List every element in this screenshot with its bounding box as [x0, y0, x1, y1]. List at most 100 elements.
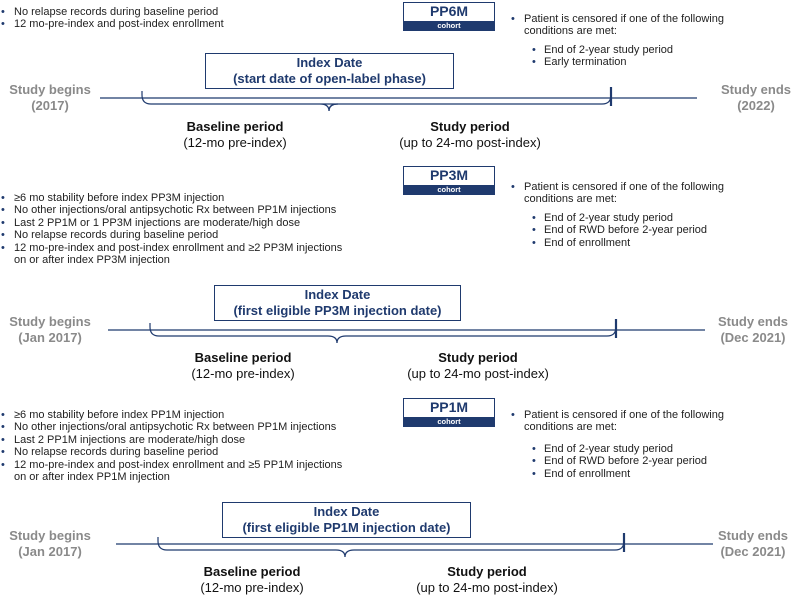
cohort-name: PP1M [429, 399, 469, 415]
criteria-line: on or after index PP1M injection [14, 471, 170, 484]
censor-item: End of RWD before 2-year period [510, 224, 707, 237]
criteria-item: ≥6 mo stability before index PP3M inject… [0, 192, 342, 205]
censor-item: End of enrollment [510, 468, 707, 481]
study-begins-label: Study begins [9, 528, 91, 543]
study-title: Study period [430, 119, 510, 134]
pp1m-censor-list: Patient is censored if one of the follow… [510, 409, 724, 434]
censor-intro: Patient is censored if one of the follow… [510, 409, 724, 434]
censor-item: End of 2-year study period [510, 212, 707, 225]
index-subtitle: (first eligible PP1M injection date) [242, 520, 451, 535]
study-begins-label: Study begins [9, 82, 91, 97]
pp6m-study-begins: Study begins (2017) [0, 82, 100, 114]
baseline-title: Baseline period [203, 564, 301, 579]
criteria-line: 12 mo-pre-index and post-index enrollmen… [14, 458, 343, 471]
criteria-item: No relapse records during baseline perio… [0, 446, 342, 459]
pp3m-index-date-box: Index Date (first eligible PP3M injectio… [214, 285, 461, 321]
study-ends-year: (2022) [737, 98, 775, 113]
censor-intro-line: Patient is censored if one of the follow… [524, 13, 724, 25]
censor-intro: Patient is censored if one of the follow… [510, 181, 724, 206]
criteria-line: 12 mo-pre-index and post-index enrollmen… [14, 241, 343, 254]
censor-item: End of RWD before 2-year period [510, 455, 707, 468]
study-begins-year: (2017) [31, 98, 69, 113]
pp1m-index-date-box: Index Date (first eligible PP1M injectio… [222, 502, 471, 538]
study-begins-year: (Jan 2017) [18, 330, 82, 345]
pp1m-criteria-list: ≥6 mo stability before index PP1M inject… [0, 409, 342, 483]
pp3m-criteria-list: ≥6 mo stability before index PP3M inject… [0, 192, 342, 266]
cohort-tag: cohort [404, 185, 494, 194]
censor-item: End of enrollment [510, 237, 707, 250]
censor-intro: Patient is censored if one of the follow… [510, 13, 724, 38]
study-ends-year: (Dec 2021) [720, 544, 786, 559]
baseline-sub: (12-mo pre-index) [183, 135, 287, 150]
pp3m-censor-list: Patient is censored if one of the follow… [510, 181, 724, 206]
criteria-item: No other injections/oral antipsychotic R… [0, 204, 342, 217]
pp3m-study-bracket [336, 323, 617, 344]
study-ends-label: Study ends [717, 314, 789, 329]
censor-item: End of 2-year study period [510, 443, 707, 456]
criteria-item: 12 mo-pre-index and post-index enrollmen… [0, 18, 224, 31]
index-title: Index Date [304, 287, 371, 302]
index-subtitle: (start date of open-label phase) [233, 71, 426, 86]
pp6m-censor-list: Patient is censored if one of the follow… [510, 13, 724, 38]
censor-item: Early termination [510, 56, 673, 69]
pp3m-censor-items: End of 2-year study period End of RWD be… [510, 212, 707, 250]
study-sub: (up to 24-mo post-index) [399, 135, 541, 150]
study-ends-label: Study ends [717, 528, 789, 543]
cohort-name: PP6M [429, 3, 469, 19]
criteria-item: ≥6 mo stability before index PP1M inject… [0, 409, 342, 422]
criteria-item: 12 mo-pre-index and post-index enrollmen… [0, 459, 342, 484]
criteria-item: No relapse records during baseline perio… [0, 229, 342, 242]
pp1m-baseline-bracket [157, 537, 346, 558]
criteria-item: No other injections/oral antipsychotic R… [0, 421, 342, 434]
cohort-tag: cohort [404, 21, 494, 30]
pp6m-baseline-bracket [141, 91, 339, 112]
censor-intro-line: conditions are met: [524, 25, 617, 38]
pp3m-study-ends: Study ends (Dec 2021) [706, 314, 800, 346]
censor-intro-line: Patient is censored if one of the follow… [524, 409, 724, 421]
index-title: Index Date [313, 504, 380, 519]
study-sub: (up to 24-mo post-index) [416, 580, 558, 595]
pp3m-baseline-period: Baseline period (12-mo pre-index) [158, 350, 328, 382]
baseline-title: Baseline period [194, 350, 292, 365]
censor-intro-line: conditions are met: [524, 421, 617, 434]
criteria-item: Last 2 PP1M injections are moderate/high… [0, 434, 342, 447]
pp1m-censor-items: End of 2-year study period End of RWD be… [510, 443, 707, 481]
censor-item: End of 2-year study period [510, 44, 673, 57]
study-begins-year: (Jan 2017) [18, 544, 82, 559]
pp6m-baseline-period: Baseline period (12-mo pre-index) [150, 119, 320, 151]
study-title: Study period [447, 564, 527, 579]
study-ends-label: Study ends [720, 82, 792, 97]
censor-intro-line: Patient is censored if one of the follow… [524, 181, 724, 193]
study-ends-year: (Dec 2021) [720, 330, 786, 345]
pp6m-study-ends: Study ends (2022) [712, 82, 800, 114]
study-begins-label: Study begins [9, 314, 91, 329]
criteria-item: 12 mo-pre-index and post-index enrollmen… [0, 242, 342, 267]
cohort-name: PP3M [429, 167, 469, 183]
pp3m-baseline-bracket [149, 323, 338, 344]
baseline-title: Baseline period [186, 119, 284, 134]
cohort-tag: cohort [404, 417, 494, 426]
pp3m-study-period: Study period (up to 24-mo post-index) [383, 350, 573, 382]
pp1m-study-begins: Study begins (Jan 2017) [0, 528, 100, 560]
censor-intro-line: conditions are met: [524, 193, 617, 206]
index-title: Index Date [296, 55, 363, 70]
criteria-item: Last 2 PP1M or 1 PP3M injections are mod… [0, 217, 342, 230]
pp1m-cohort-badge: PP1M cohort [403, 398, 495, 427]
pp6m-censor-items: End of 2-year study period Early termina… [510, 44, 673, 69]
pp3m-cohort-badge: PP3M cohort [403, 166, 495, 195]
pp1m-baseline-period: Baseline period (12-mo pre-index) [167, 564, 337, 596]
criteria-item: No relapse records during baseline perio… [0, 6, 224, 19]
pp1m-study-ends: Study ends (Dec 2021) [706, 528, 800, 560]
study-sub: (up to 24-mo post-index) [407, 366, 549, 381]
pp6m-study-bracket [328, 91, 612, 112]
study-title: Study period [438, 350, 518, 365]
pp6m-index-date-box: Index Date (start date of open-label pha… [205, 53, 454, 89]
pp6m-criteria-list: No relapse records during baseline perio… [0, 6, 224, 31]
index-subtitle: (first eligible PP3M injection date) [233, 303, 442, 318]
baseline-sub: (12-mo pre-index) [200, 580, 304, 595]
baseline-sub: (12-mo pre-index) [191, 366, 295, 381]
pp3m-study-begins: Study begins (Jan 2017) [0, 314, 100, 346]
pp6m-study-period: Study period (up to 24-mo post-index) [375, 119, 565, 151]
pp1m-study-period: Study period (up to 24-mo post-index) [392, 564, 582, 596]
